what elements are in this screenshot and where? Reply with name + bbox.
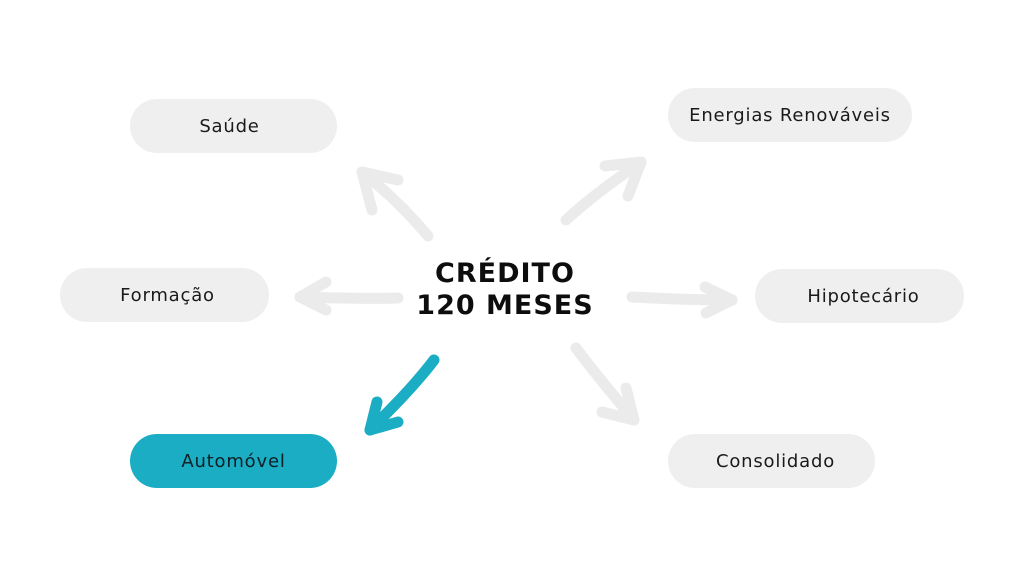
arrow-to-formacao	[294, 276, 404, 316]
arrow-to-hipotecario	[626, 281, 738, 319]
option-hipotecario[interactable]: Hipotecário	[755, 269, 964, 323]
option-automovel-label: Automóvel	[181, 450, 286, 472]
arrow-to-saude	[356, 166, 434, 242]
center-title-line1: CRÉDITO	[435, 258, 575, 289]
center-title-line2: 120 MESES	[416, 290, 594, 321]
arrow-to-energias	[560, 156, 647, 226]
option-hipotecario-label: Hipotecário	[807, 285, 920, 307]
arrow-to-automovel	[364, 354, 440, 436]
option-formacao-label: Formação	[120, 284, 215, 306]
option-consolidado[interactable]: Consolidado	[668, 434, 875, 488]
option-energias-renovaveis-label: Energias Renováveis	[689, 104, 891, 126]
option-automovel[interactable]: Automóvel	[130, 434, 337, 488]
option-energias-renovaveis[interactable]: Energias Renováveis	[668, 88, 912, 142]
option-formacao[interactable]: Formação	[60, 268, 269, 322]
arrow-to-consolidado	[570, 342, 640, 426]
option-saude-label: Saúde	[199, 115, 260, 137]
option-saude[interactable]: Saúde	[130, 99, 337, 153]
center-title: CRÉDITO 120 MESES	[390, 258, 620, 322]
option-consolidado-label: Consolidado	[715, 450, 836, 472]
